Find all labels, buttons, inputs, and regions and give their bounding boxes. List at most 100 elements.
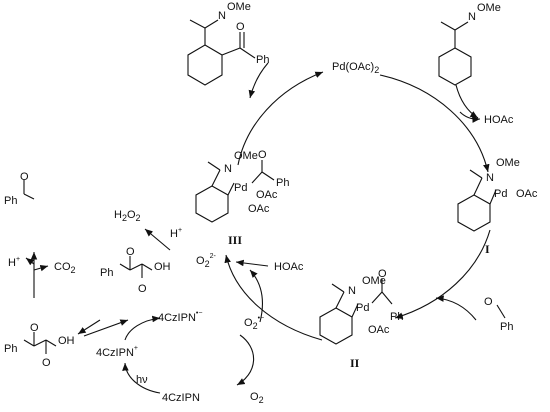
- hoac-consumed: HOAc: [274, 261, 304, 273]
- arrow-to-intermediate-I: [379, 74, 490, 173]
- hoac-released: HOAc: [484, 114, 514, 126]
- left-h-plus: H: [8, 257, 16, 269]
- co2: CO: [54, 261, 71, 273]
- keto-acid-ph: Ph: [100, 267, 113, 279]
- oxidation-branch: HOAc H2O2 H+ O22- O2•− O2: [114, 209, 304, 405]
- product-ph: Ph: [256, 54, 269, 66]
- acyl-source: Ph O O OH Ph O O OH O Ph H+ CO2: [4, 171, 171, 369]
- arrow-to-intermediate-II: [394, 229, 491, 319]
- h2o2-h: H: [114, 209, 122, 221]
- arrow-to-h2o2: [144, 228, 171, 251]
- arrow-acid-to-cation: [83, 319, 129, 337]
- arrow-product-out: [248, 62, 269, 99]
- h-plus: H: [170, 228, 178, 240]
- svg-text:H2O2: H2O2: [114, 209, 141, 223]
- svg-text:O22-: O22-: [196, 253, 216, 269]
- arrow-co2-loss: [33, 264, 49, 272]
- intermediate-III-ome: OMe: [234, 150, 258, 162]
- h2o2-o-sub: 2: [136, 213, 141, 223]
- aldehyde-reagent: O Ph: [484, 296, 513, 333]
- intermediate-III-label: III: [228, 233, 242, 247]
- h2o2-h-sub: 2: [122, 213, 127, 223]
- pd-catalyst-subscript: 2: [374, 65, 379, 75]
- pd-catalyst-label: Pd(OAc): [332, 61, 374, 73]
- arrow-cation-to-anion: [124, 315, 161, 341]
- arrow-hoac-to-o2: [235, 259, 269, 267]
- h2o2-o: O: [127, 209, 136, 221]
- o2-radical: O: [244, 317, 253, 329]
- arrow-hoac-out: [459, 111, 481, 123]
- intermediate-II-ome: OMe: [362, 275, 386, 287]
- product-n: N: [218, 10, 226, 22]
- svg-text:H+: H+: [8, 256, 20, 269]
- intermediate-III-o: O: [258, 149, 267, 161]
- intermediate-II-oac: OAc: [368, 324, 390, 336]
- radical-o-1: O: [30, 322, 39, 334]
- aldehyde-ph: Ph: [500, 321, 513, 333]
- main-cycle: [224, 62, 491, 341]
- substrate-structure: N OMe: [438, 2, 501, 86]
- arrow-proton-loss: [25, 257, 35, 266]
- svg-text:H+: H+: [170, 227, 182, 240]
- product-o: O: [236, 21, 245, 33]
- intermediate-III-pd: Pd: [234, 182, 247, 194]
- o2: O: [250, 391, 259, 403]
- svg-text:O2: O2: [250, 391, 264, 405]
- radical-oh: OH: [58, 335, 75, 347]
- intermediate-I-oac: OAc: [516, 188, 538, 200]
- intermediate-III-n: N: [224, 163, 232, 175]
- intermediate-II: N OMe Pd O Ph OAc II: [319, 268, 403, 370]
- intermediate-III-oac-1: OAc: [256, 189, 278, 201]
- substrate-n: N: [468, 11, 476, 23]
- o2-radical-sup: •−: [258, 315, 265, 322]
- intermediate-I: N OMe Pd OAc I: [457, 157, 538, 256]
- arrow-o2-radical-up: [249, 269, 263, 323]
- intermediate-II-o: O: [378, 268, 387, 280]
- acyl-ph: Ph: [4, 195, 17, 207]
- radical-anion-sup: •−: [196, 310, 203, 317]
- radical-cation-label: 4CzIPN: [96, 347, 134, 359]
- arrow-ground-to-cation: [122, 362, 161, 394]
- co2-sub: 2: [71, 265, 76, 275]
- aldehyde-o: O: [484, 296, 493, 308]
- arrow-cation-to-radical: [77, 319, 101, 335]
- product-structure: N OMe O Ph: [187, 1, 269, 86]
- svg-text:O2•−: O2•−: [244, 315, 264, 331]
- intermediate-II-pd: Pd: [356, 302, 369, 314]
- intermediate-III: N OMe Pd O Ph OAc OAc III: [195, 149, 289, 247]
- keto-acid-oh: OH: [154, 261, 171, 273]
- photocatalytic-cycle: 4CzIPN•− 4CzIPN+ 4CzIPN hν: [96, 310, 255, 404]
- svg-text:4CzIPN+: 4CzIPN+: [96, 345, 138, 359]
- o2-radical-sub: 2: [253, 321, 258, 331]
- arrow-to-pd-catalyst: [237, 71, 324, 166]
- radical-o-2: O: [42, 357, 51, 369]
- intermediate-II-ph: Ph: [390, 311, 403, 323]
- o2-dianion-sub: 2: [205, 259, 210, 269]
- svg-text:CO2: CO2: [54, 261, 76, 275]
- intermediate-III-oac-2: OAc: [248, 203, 270, 215]
- svg-text:Pd(OAc)2: Pd(OAc)2: [332, 61, 379, 75]
- intermediate-I-pd: Pd: [494, 188, 507, 200]
- keto-acid-o-1: O: [126, 246, 135, 258]
- o2-dianion-sup: 2-: [210, 253, 217, 260]
- pd-catalyst: Pd(OAc)2: [332, 61, 379, 75]
- arrow-aldehyde-in: [435, 295, 477, 321]
- product-ome: OMe: [227, 1, 251, 13]
- radical-cation-sup: +: [134, 345, 138, 352]
- radical-anion-label: 4CzIPN: [158, 312, 196, 324]
- svg-text:4CzIPN•−: 4CzIPN•−: [158, 310, 202, 324]
- arrow-substrate-in: [455, 84, 479, 119]
- o2-sub: 2: [259, 395, 264, 405]
- radical-ph: Ph: [4, 343, 17, 355]
- arrow-to-intermediate-III: [224, 254, 323, 341]
- arrow-radical-anion-to-o2: [236, 334, 255, 386]
- intermediate-III-ph: Ph: [276, 177, 289, 189]
- keto-acid-o-2: O: [138, 283, 147, 295]
- hv-label: hν: [136, 374, 148, 386]
- intermediate-II-label: II: [350, 356, 360, 370]
- intermediate-I-ome: OMe: [496, 157, 520, 169]
- intermediate-II-n: N: [348, 285, 356, 297]
- intermediate-I-n: N: [486, 172, 494, 184]
